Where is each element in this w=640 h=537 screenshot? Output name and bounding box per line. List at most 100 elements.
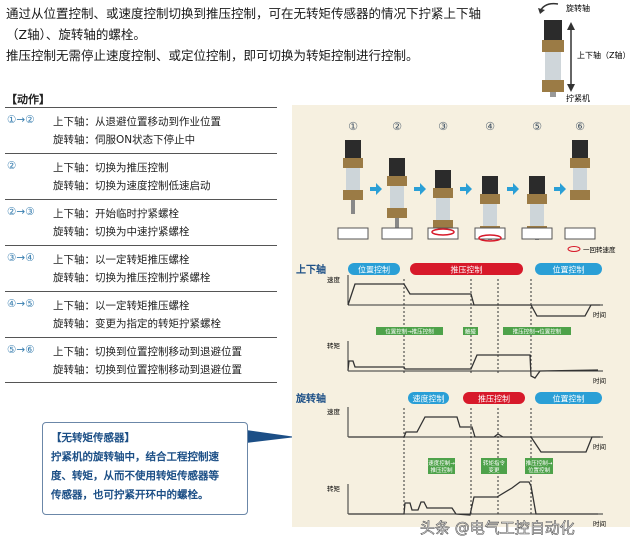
torque-axis-label: 转矩 (327, 341, 341, 350)
mode-pill-label: 推压控制 (451, 265, 483, 275)
time-axis-label: 时间 (593, 442, 606, 451)
action-step: ③→④ (7, 252, 35, 264)
action-row: ①→② 上下轴：从退避位置移动到作业位置 旋转轴：伺服ON状态下停止中 (5, 107, 277, 153)
intro-line-3: 推压控制无需停止速度控制、或定位控制，即可切换为转矩控制进行控制。 (6, 48, 419, 63)
action-step: ②→③ (7, 206, 35, 218)
bolt (351, 200, 355, 214)
event-box (376, 327, 443, 335)
action-row: ⑤→⑥ 上下轴：切换到位置控制移动到退避位置 旋转轴：切换到位置控制移动到退避位… (5, 337, 277, 383)
mode-pill (535, 392, 602, 404)
action-row: ②→③ 上下轴：开始临时拧紧螺栓 旋转轴：切换为中速拧紧螺栓 (5, 199, 277, 245)
rotation-arrow-icon (478, 234, 502, 242)
speed-axis-label: 速度 (327, 407, 341, 416)
time-axis-label: 时间 (593, 376, 606, 385)
event-label: 推压控制 (430, 466, 453, 474)
action-row: ④→⑤ 上下轴：以一定转矩推压螺栓 旋转轴：变更为指定的转矩拧紧螺栓 (5, 291, 277, 337)
workpiece (564, 227, 596, 240)
brass-ring (433, 220, 453, 230)
torque-axis-label: 转矩 (327, 484, 341, 493)
brass-ring (570, 190, 590, 200)
brass-ring (343, 158, 363, 168)
callout-title: 【无转矩传感器】 (51, 432, 135, 444)
z-axis-action: 上下轴：以一定转矩推压螺栓 (53, 254, 190, 266)
mode-pill-label: 速度控制 (413, 394, 445, 404)
motor-block (435, 170, 451, 188)
time-axis-label: 时间 (593, 519, 606, 528)
action-step: ①→② (7, 114, 35, 126)
actions-title: 【动作】 (6, 93, 50, 106)
action-row: ② 上下轴：切换为推压控制 旋转轴：切换为速度控制低速启动 (5, 153, 277, 199)
z-axis-action: 上下轴：开始临时拧紧螺栓 (53, 208, 179, 220)
z-axis-action: 上下轴：切换到位置控制移动到退避位置 (53, 346, 242, 358)
brass-ring (527, 194, 547, 204)
event-box (463, 327, 478, 335)
step-number: ⑤ (532, 120, 542, 133)
action-step: ⑤→⑥ (7, 344, 35, 356)
legend-z-label: 上下轴（Z轴） (577, 50, 630, 60)
rotation-legend-label: 一回转速度 (583, 245, 616, 254)
r_axis-label: 旋转轴 (295, 392, 326, 405)
action-step: ② (7, 160, 17, 172)
action-row: ③→④ 上下轴：以一定转矩推压螺栓 旋转轴：切换为推压控制拧紧螺栓 (5, 245, 277, 291)
workpiece (474, 227, 506, 240)
shaft-cylinder (573, 168, 587, 190)
event-label: 速度控制→ (428, 459, 455, 467)
z-axis-action: 上下轴：从退避位置移动到作业位置 (53, 116, 221, 128)
motor-block (345, 140, 361, 158)
mode-pill-label: 位置控制 (553, 394, 585, 404)
rotation-axis-action: 旋转轴：切换为中速拧紧螺栓 (53, 226, 190, 238)
r-torque-trace (349, 481, 598, 516)
z-arrowheads-icon (567, 22, 575, 92)
mode-pill-label: 推压控制 (478, 394, 510, 404)
mode-pill (463, 392, 525, 404)
motor-block (482, 176, 498, 194)
tool-legend: 旋转轴 上下轴（Z轴） 拧紧机 (538, 2, 630, 103)
next-arrow-icon (554, 183, 566, 195)
next-arrow-icon (414, 183, 426, 195)
step-number: ③ (438, 120, 448, 133)
rotation-axis-action: 旋转轴：切换为推压控制拧紧螺栓 (53, 272, 211, 284)
event-box (428, 458, 455, 474)
callout-line: 传感器，也可拧紧开环中的螺栓。 (51, 489, 209, 501)
motor-block (389, 158, 405, 176)
bolt (395, 218, 399, 232)
brass-ring (433, 188, 453, 198)
workpiece (337, 227, 369, 240)
brass-ring (343, 190, 363, 200)
workpiece (427, 227, 459, 240)
event-box (481, 458, 507, 474)
z_axis-label: 上下轴 (296, 263, 326, 276)
shaft-cylinder (346, 168, 360, 190)
step-number: ① (348, 120, 358, 133)
event-label: 转矩指令 (483, 459, 506, 467)
shaft-cylinder (390, 186, 404, 208)
next-arrow-icon (460, 183, 472, 195)
brass-ring (387, 176, 407, 186)
no-torque-sensor-callout: 【无转矩传感器】 拧紧机的旋转轴中，结合工程控制速 度、转矩，从而不使用转矩传感… (42, 422, 248, 515)
motor-block (572, 140, 588, 158)
workpiece (521, 227, 553, 240)
z-axis-action: 上下轴：以一定转矩推压螺栓 (53, 300, 190, 312)
mode-pill (348, 263, 400, 275)
z-axis-action: 上下轴：切换为推压控制 (53, 162, 169, 174)
brass-ring (480, 194, 500, 204)
rotation-legend-icon (567, 246, 581, 252)
shaft-cylinder (483, 204, 497, 226)
rotate-arrowhead-icon (538, 8, 545, 14)
mode-pill-label: 位置控制 (553, 265, 585, 275)
callout-line: 拧紧机的旋转轴中，结合工程控制速 (51, 451, 219, 463)
rotation-arrow-icon (431, 228, 455, 236)
shaft-cylinder (436, 198, 450, 220)
action-step: ④→⑤ (7, 298, 35, 310)
z-speed-trace (347, 283, 600, 317)
rotation-axis-action: 旋转轴：切换为速度控制低速启动 (53, 180, 211, 192)
rotation-axis-action: 旋转轴：变更为指定的转矩拧紧螺栓 (53, 318, 221, 330)
event-box (525, 458, 553, 474)
callout-pointer (246, 430, 296, 443)
intro-line-1: 通过从位置控制、或速度控制切换到推压控制，可在无转矩传感器的情况下拧紧上下轴 (6, 6, 482, 21)
watermark: 头条 @电气工控自动化 (420, 519, 575, 537)
event-label: 推压控制→ (526, 459, 553, 467)
motor-block (529, 176, 545, 194)
